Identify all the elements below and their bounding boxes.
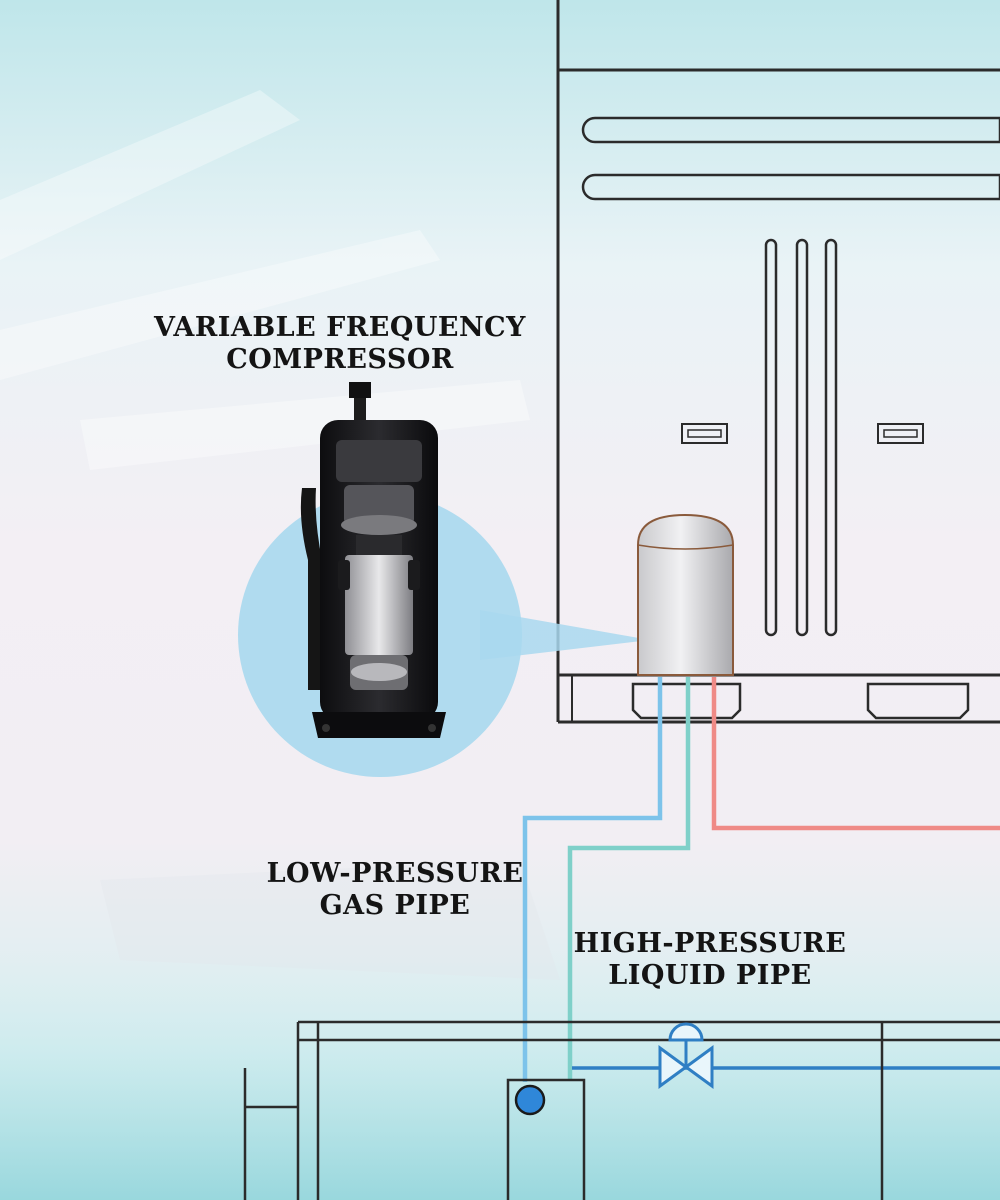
pipes bbox=[522, 677, 1000, 1082]
indoor-unit bbox=[243, 1020, 1000, 1200]
gas-pipe-label: LOW-PRESSURE GAS PIPE bbox=[250, 858, 540, 922]
liquid-pipe-label: HIGH-PRESSURE LIQUID PIPE bbox=[565, 928, 855, 992]
compressor-image bbox=[300, 382, 446, 738]
expansion-valve-icon bbox=[658, 1022, 714, 1089]
pipe-junction-icon bbox=[514, 1084, 546, 1116]
hot-pipe bbox=[711, 677, 1000, 831]
gas-pipe bbox=[522, 677, 663, 1082]
floor-reflection bbox=[0, 950, 1000, 1200]
liquid-pipe-label-line1: HIGH-PRESSURE bbox=[573, 928, 847, 959]
outdoor-unit bbox=[556, 0, 1000, 724]
compressor-callout bbox=[238, 493, 650, 777]
liquid-pipe bbox=[567, 677, 691, 1080]
compressor-label-line1: VARIABLE FREQUENCY bbox=[154, 312, 526, 343]
compressor-label-line2: COMPRESSOR bbox=[226, 344, 454, 375]
gas-pipe-label-line1: LOW-PRESSURE bbox=[266, 858, 524, 889]
liquid-pipe-label-line2: LIQUID PIPE bbox=[608, 960, 812, 991]
gas-pipe-label-line2: GAS PIPE bbox=[319, 890, 471, 921]
compressor-label: VARIABLE FREQUENCY COMPRESSOR bbox=[140, 312, 540, 376]
accumulator-tank bbox=[637, 513, 734, 676]
